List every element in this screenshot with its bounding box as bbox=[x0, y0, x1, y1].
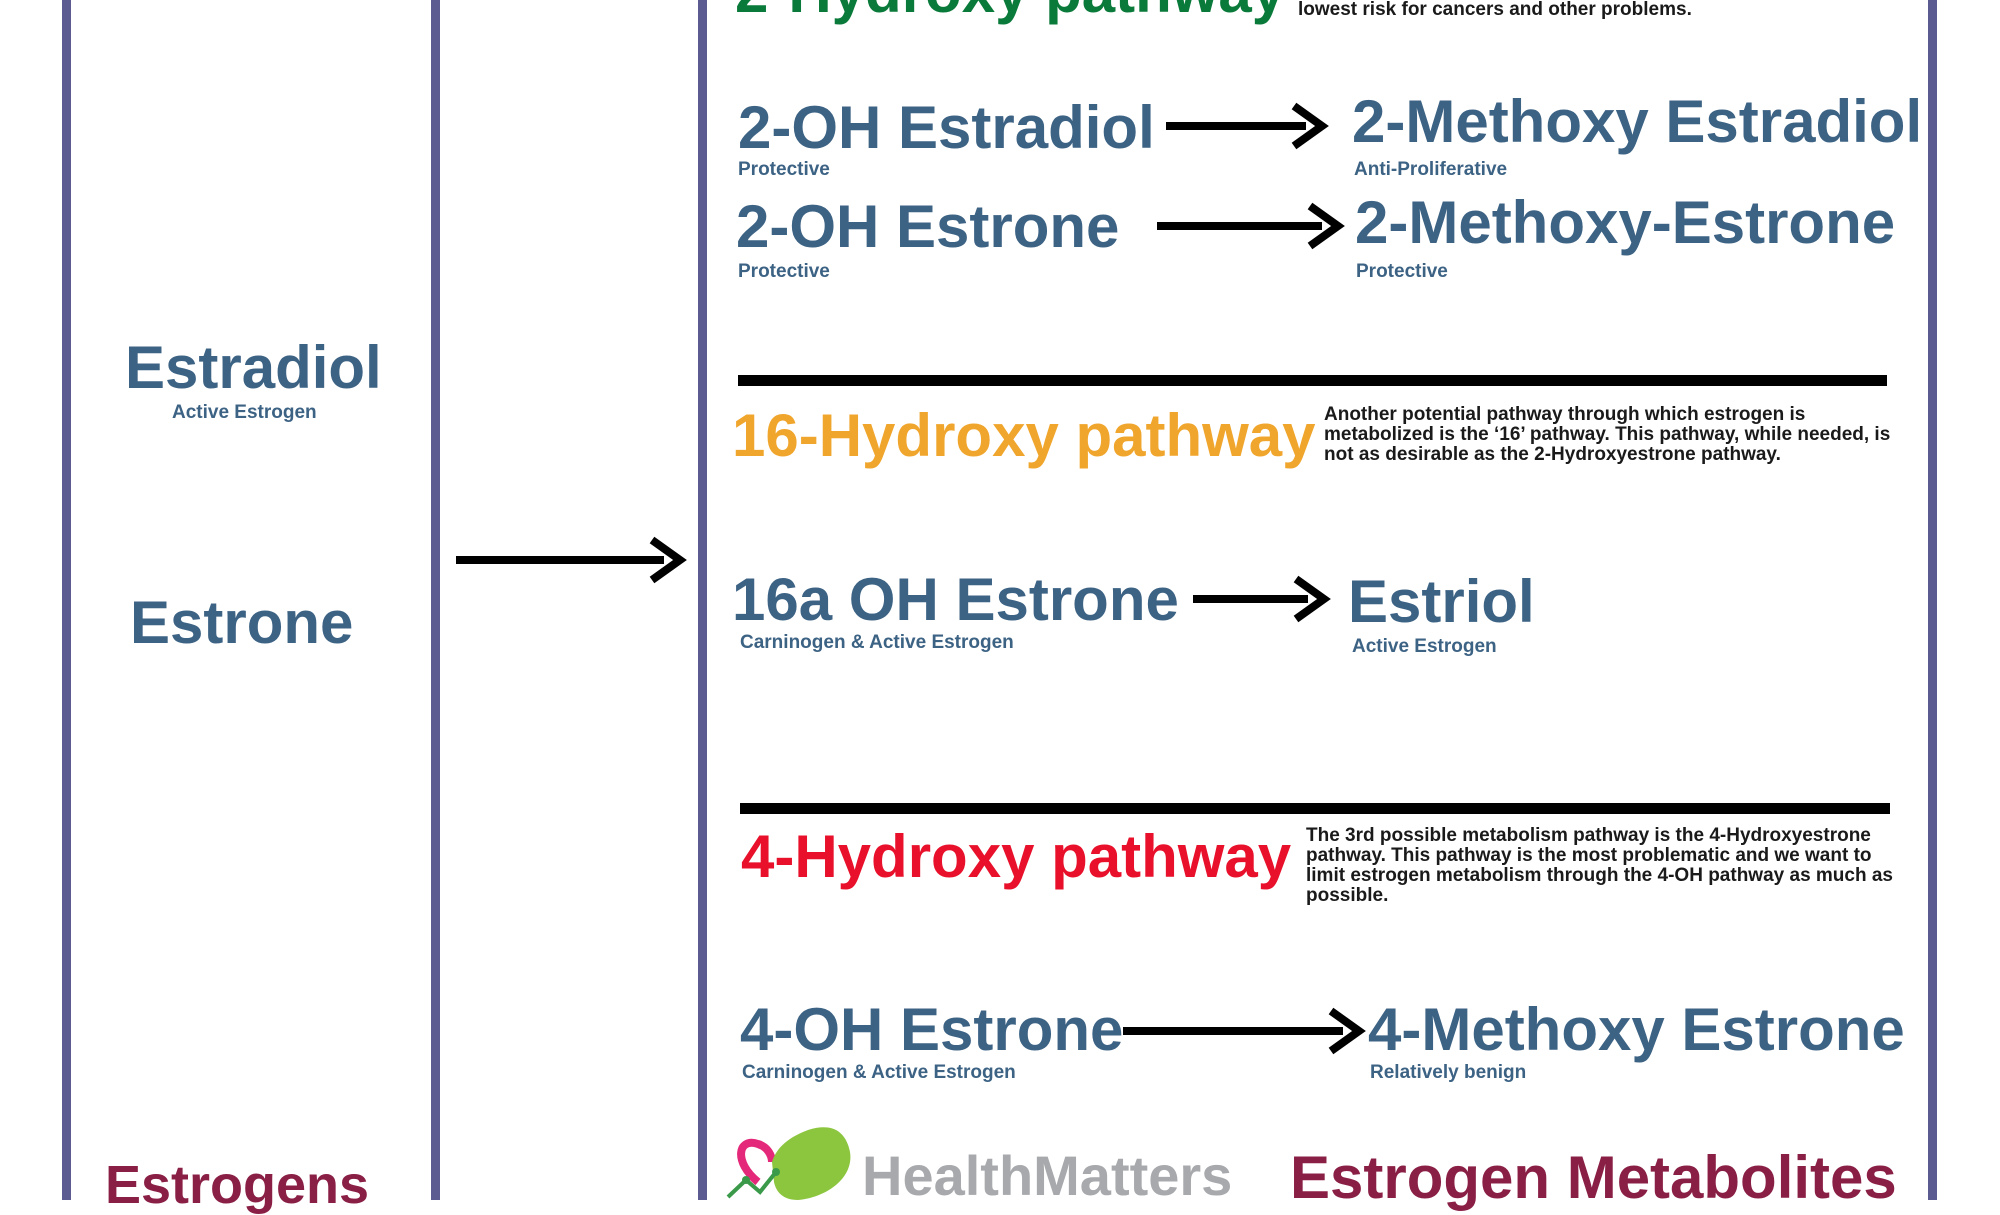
pathway-2-row2-to-note: Protective bbox=[1356, 261, 1448, 282]
estrogens-heading: Estrogens bbox=[105, 1155, 370, 1215]
pathway-2-row2-from: 2-OH Estrone bbox=[736, 193, 1120, 260]
pathway-2-row2-from-note: Protective bbox=[738, 261, 830, 282]
pathway-16-description: Another potential pathway through which … bbox=[1324, 404, 1891, 465]
pathway-16-from-note: Carninogen & Active Estrogen bbox=[740, 632, 1014, 653]
pathway-4-from: 4-OH Estrone bbox=[740, 996, 1124, 1063]
pathway-2-row1-to-note: Anti-Proliferative bbox=[1354, 159, 1508, 180]
pathway-16-to: Estriol bbox=[1348, 568, 1535, 635]
left-frame-border bbox=[62, 0, 71, 1200]
estrogen-metabolites-heading: Estrogen Metabolites bbox=[1290, 1144, 1897, 1211]
pathway-4-from-note: Carninogen & Active Estrogen bbox=[742, 1062, 1016, 1083]
right-frame-border bbox=[1928, 0, 1937, 1200]
pathway-4-to: 4-Methoxy Estrone bbox=[1368, 996, 1905, 1063]
pathway-16-arrow bbox=[1193, 575, 1331, 623]
healthmatters-logo-text: HealthMatters bbox=[862, 1144, 1233, 1207]
estradiol-note: Active Estrogen bbox=[172, 402, 317, 423]
pathway-4-separator bbox=[740, 803, 1890, 814]
pathway-2-row1-to: 2-Methoxy Estradiol bbox=[1352, 88, 1923, 155]
pathway-16-title: 16-Hydroxy pathway bbox=[732, 402, 1316, 469]
pathway-4-arrow bbox=[1123, 1007, 1366, 1055]
pathway-2-row1-arrow bbox=[1166, 102, 1329, 150]
pathway-16-separator bbox=[738, 375, 1887, 386]
estrone-label: Estrone bbox=[130, 589, 354, 656]
estradiol-label: Estradiol bbox=[125, 334, 382, 401]
estrogens-to-pathways-arrow bbox=[456, 536, 687, 584]
pathway-2-row2-to: 2-Methoxy-Estrone bbox=[1355, 189, 1896, 256]
pathway-2-row2-arrow bbox=[1157, 202, 1345, 250]
pathway-2-row1-from-note: Protective bbox=[738, 159, 830, 180]
metabolites-column-divider bbox=[698, 0, 707, 1200]
pathway-4-title: 4-Hydroxy pathway bbox=[741, 823, 1292, 890]
estrogens-column-divider bbox=[431, 0, 440, 1200]
pathway-4-description: The 3rd possible metabolism pathway is t… bbox=[1306, 825, 1893, 906]
pathway-2-title: 2-Hydroxy pathway bbox=[735, 0, 1285, 22]
pathway-2-row1-from: 2-OH Estradiol bbox=[738, 94, 1155, 161]
pathway-4-to-note: Relatively benign bbox=[1370, 1062, 1527, 1083]
pathway-16-to-note: Active Estrogen bbox=[1352, 636, 1497, 657]
pathway-2-description: lowest risk for cancers and other proble… bbox=[1298, 0, 1692, 20]
healthmatters-logo-icon bbox=[726, 1127, 851, 1200]
pathway-16-from: 16a OH Estrone bbox=[732, 566, 1179, 633]
